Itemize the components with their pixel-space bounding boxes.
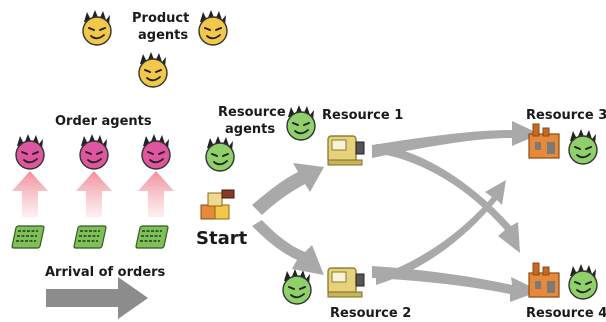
order-agents-label: Order agents	[55, 114, 152, 129]
resource4-label: Resource 4	[526, 306, 606, 321]
machine-icon-resource2	[327, 267, 365, 298]
arrival-arrow	[46, 277, 148, 319]
product-agent-icon	[138, 51, 168, 88]
order-agent-icon	[15, 133, 45, 170]
machine-icon-resource1	[327, 135, 365, 166]
flow-arrow-r1-r3	[372, 121, 540, 158]
product-agent-icon	[82, 9, 112, 46]
factory-icon-resource4	[528, 262, 560, 298]
resource3-label: Resource 3	[526, 108, 606, 123]
flow-arrow-start-r1	[252, 163, 324, 215]
resource-agent-icon	[568, 263, 598, 300]
product-agents-label-line2: agents	[138, 28, 189, 43]
flow-arrow-start-r2	[252, 220, 324, 275]
order-up-arrow	[76, 171, 112, 217]
resource2-label: Resource 2	[330, 306, 412, 321]
start-cubes-icon	[200, 189, 235, 220]
arrival-of-orders-label: Arrival of orders	[45, 265, 166, 280]
resource-agents-label-line2: agents	[225, 122, 276, 137]
order-card-icon	[134, 225, 170, 249]
order-agent-icon	[141, 133, 171, 170]
resource-agent-icon	[286, 104, 316, 141]
order-card-icon	[72, 225, 108, 249]
flow-arrow-r2-r4	[372, 266, 540, 302]
order-card-icon	[10, 225, 46, 249]
factory-icon-resource3	[528, 123, 560, 159]
order-agent-icon	[79, 133, 109, 170]
resource-agent-icon	[205, 135, 235, 172]
resource1-label: Resource 1	[322, 108, 404, 123]
order-up-arrow	[12, 171, 48, 217]
resource-agents-label-line1: Resource	[218, 105, 286, 120]
resource-agent-icon	[568, 128, 598, 165]
product-agent-icon	[198, 9, 228, 46]
flow-arrow-r1-r4	[376, 144, 520, 253]
start-label: Start	[196, 228, 248, 249]
order-up-arrow	[138, 171, 174, 217]
resource-agent-icon	[282, 268, 312, 305]
product-agents-label-line1: Product	[132, 11, 190, 26]
